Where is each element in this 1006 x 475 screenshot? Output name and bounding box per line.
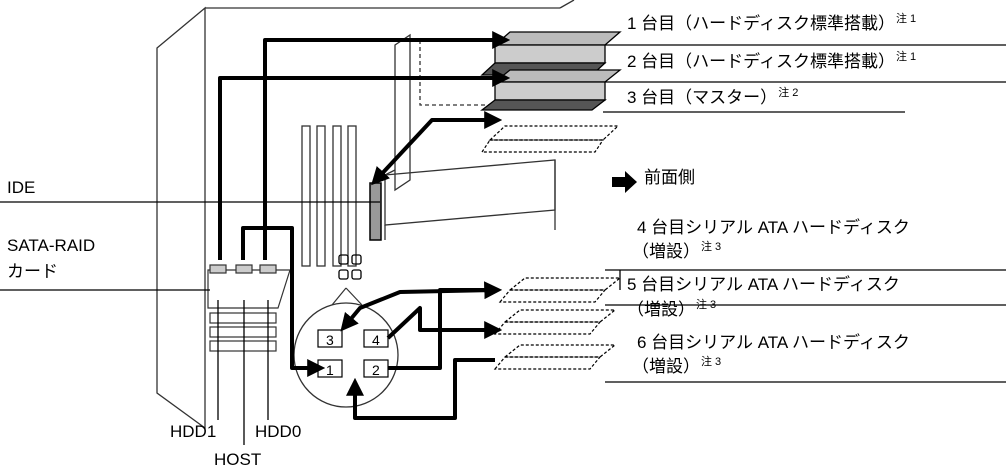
sata-drive-4-line2: （増設）注 3 — [632, 242, 721, 264]
sata-drive-4-paren: （増設） — [632, 242, 700, 261]
drive-bay-5 — [495, 310, 615, 334]
sata-card-label-1: SATA-RAID — [7, 236, 95, 256]
port-hdd1-label: HDD1 — [170, 422, 216, 442]
port-4-number: 4 — [372, 330, 380, 350]
sata-drive-5-line1: 5 台目シリアル ATA ハードディスク — [627, 275, 900, 295]
memory-slots — [302, 126, 356, 266]
drive-bay-6 — [495, 345, 615, 369]
ide-connector — [370, 183, 381, 240]
port-hdd0-label: HDD0 — [255, 422, 301, 442]
port-2-number: 2 — [372, 360, 380, 380]
drive-1-note: 注 1 — [896, 13, 916, 25]
front-arrow-icon — [612, 171, 637, 193]
ide-label: IDE — [7, 178, 35, 198]
sata-port-cluster — [294, 255, 398, 407]
drive-bay-4 — [500, 278, 620, 302]
sata-drive-5-note: 注 3 — [696, 299, 716, 311]
sata-drive-4-line1: 4 台目シリアル ATA ハードディスク — [637, 218, 910, 238]
sata-drive-4-note: 注 3 — [701, 241, 721, 253]
port-3-number: 3 — [326, 330, 334, 350]
front-label: 前面側 — [644, 168, 695, 188]
sata-drive-6-line1: 6 台目シリアル ATA ハードディスク — [637, 333, 910, 353]
sata-drive-5-paren: （増設） — [627, 300, 695, 319]
sata-drive-5-line2: （増設）注 3 — [627, 300, 716, 322]
drive-2-text: 2 台目（ハードディスク標準搭載） — [627, 52, 895, 71]
sata-drive-6-paren: （増設） — [632, 357, 700, 376]
drive-2-label: 2 台目（ハードディスク標準搭載）注 1 — [627, 52, 916, 74]
port-host-label: HOST — [214, 450, 261, 470]
drive-3-text: 3 台目（マスター） — [627, 88, 777, 107]
sata-raid-card — [208, 265, 290, 351]
sata-drive-6-line2: （増設）注 3 — [632, 357, 721, 379]
drive-3-note: 注 2 — [778, 87, 798, 99]
port-1-number: 1 — [326, 360, 334, 380]
sata-drive-6-note: 注 3 — [701, 356, 721, 368]
sata-card-label-2: カード — [7, 262, 58, 282]
drive-bay-3 — [482, 126, 618, 152]
drive-3-label: 3 台目（マスター）注 2 — [627, 88, 798, 110]
drive-2-note: 注 1 — [896, 51, 916, 63]
drive-1-text: 1 台目（ハードディスク標準搭載） — [627, 14, 895, 33]
cable-hdd0-to-drive1 — [265, 40, 503, 260]
drive-1-label: 1 台目（ハードディスク標準搭載）注 1 — [627, 14, 916, 36]
